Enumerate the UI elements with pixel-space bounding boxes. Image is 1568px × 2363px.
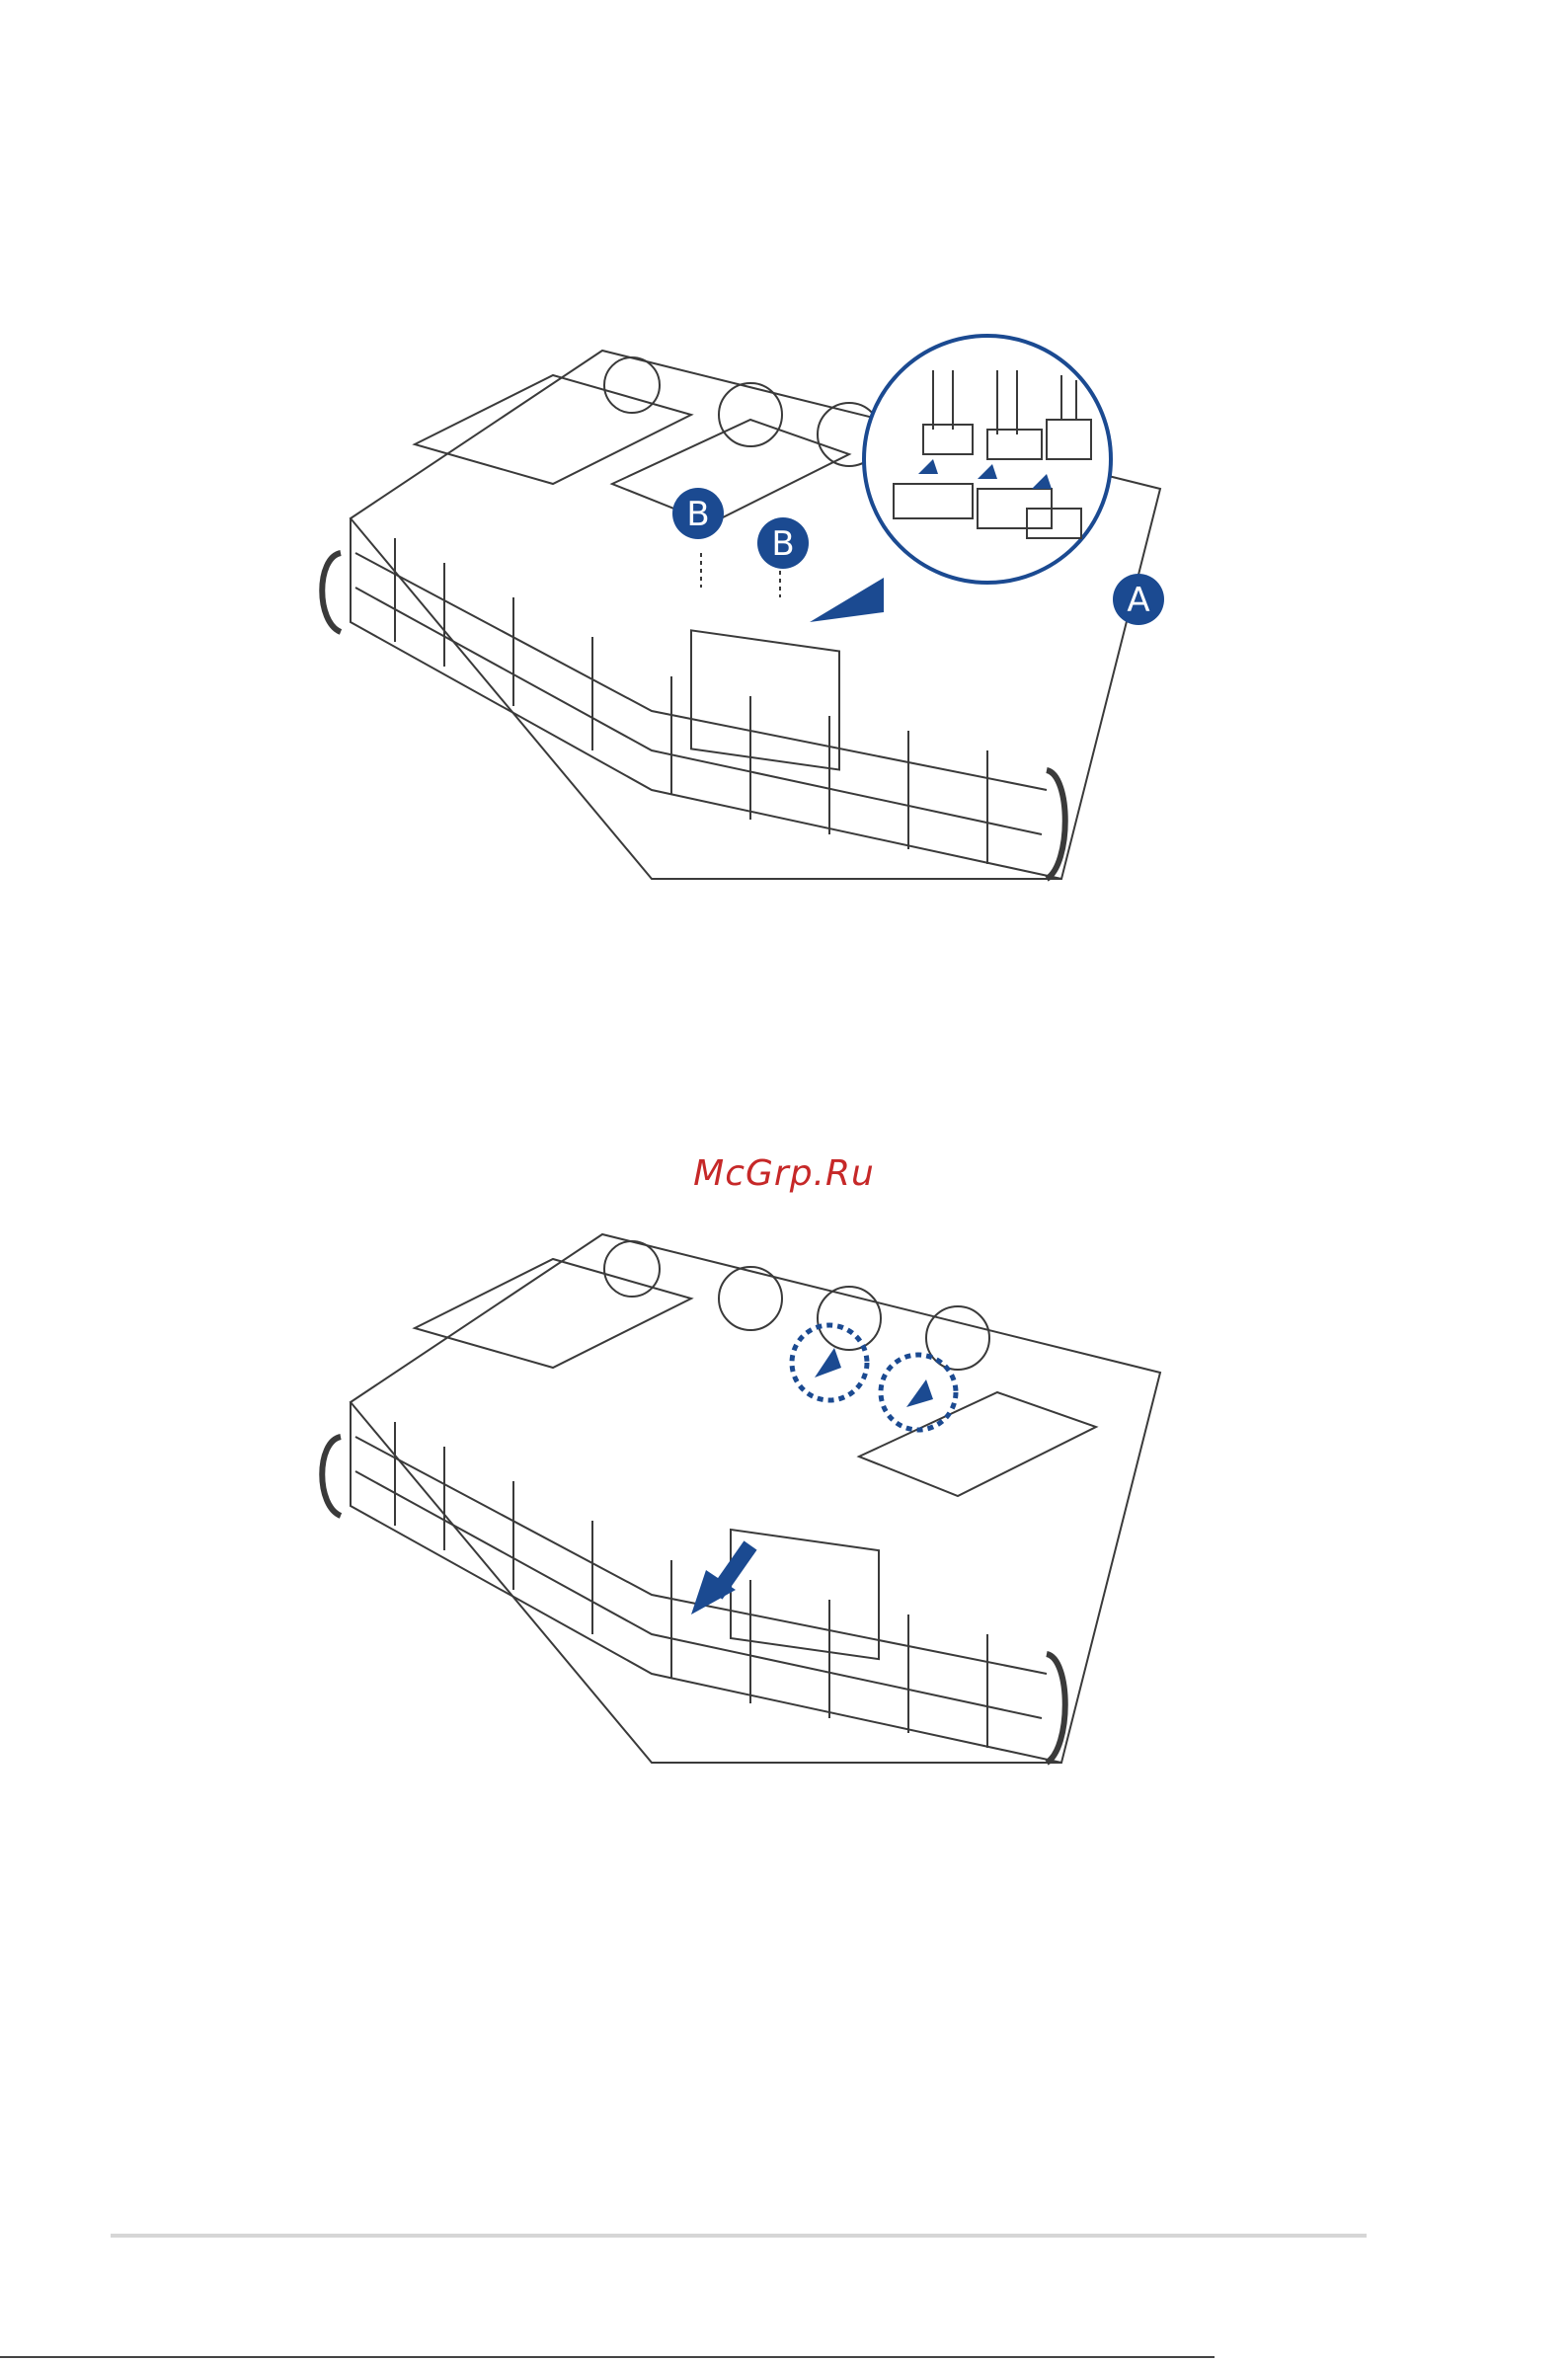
server-chassis-figure-2	[0, 1210, 1568, 1802]
pull-out-arrow	[691, 1545, 750, 1615]
fan	[604, 357, 660, 413]
latch-markers	[792, 1325, 956, 1430]
connector-magnifier	[810, 336, 1111, 622]
callout-label: B	[686, 495, 709, 534]
chassis-illustration-1: B B A	[0, 326, 1568, 918]
backplane-board	[691, 630, 839, 769]
watermark-text: McGrp.Ru	[0, 1153, 1568, 1194]
chassis-illustration-2	[0, 1210, 1568, 1802]
callout-b-left: B	[672, 488, 724, 539]
fan	[604, 1241, 660, 1297]
bottom-divider	[0, 2356, 1215, 2358]
zoom-pointer	[810, 578, 884, 622]
callout-label: B	[771, 524, 794, 564]
callout-b-right: B	[757, 517, 809, 569]
server-chassis-figure-1: B B A	[0, 326, 1568, 918]
callout-a: A	[1113, 574, 1164, 625]
callout-label: A	[1127, 581, 1149, 620]
footer-divider	[111, 2234, 1367, 2238]
